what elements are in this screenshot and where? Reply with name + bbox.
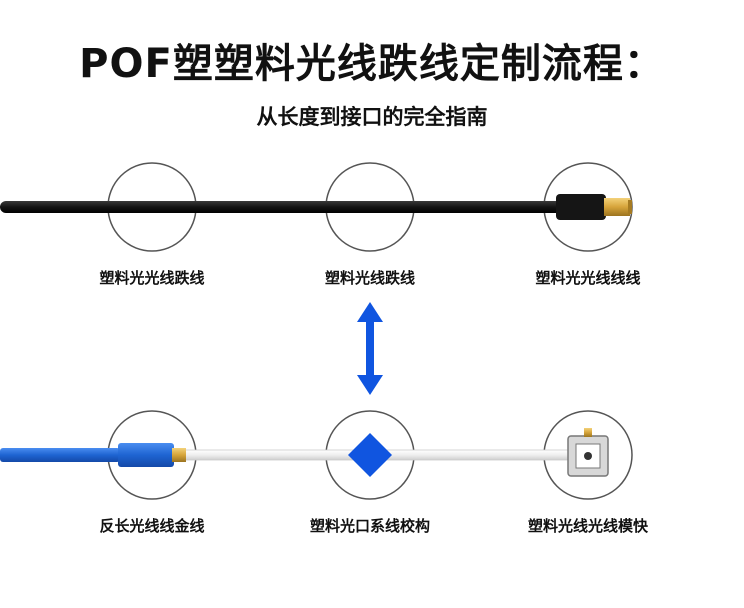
page-title: POF塑塑料光线跌线定制流程：	[79, 41, 665, 87]
diamond-icon	[348, 433, 392, 477]
blue-fiber-cable	[0, 448, 120, 462]
label-bottom-right: 塑料光线光线模快	[527, 517, 648, 535]
black-cable-connector-icon	[556, 194, 632, 220]
label-top-right: 塑料光光线线线	[535, 269, 641, 287]
connector-module-icon	[567, 428, 609, 477]
label-top-left: 塑料光光线跌线	[99, 269, 205, 287]
label-bottom-center: 塑料光口系线校构	[309, 517, 430, 535]
double-arrow-icon	[357, 302, 383, 395]
gold-connector-icon	[118, 443, 186, 467]
label-bottom-left: 反长光线线金线	[99, 517, 205, 535]
page-subtitle: 从长度到接口的完全指南	[256, 105, 488, 129]
label-top-center: 塑料光线跌线	[324, 269, 415, 287]
black-fiber-cable	[0, 201, 562, 213]
